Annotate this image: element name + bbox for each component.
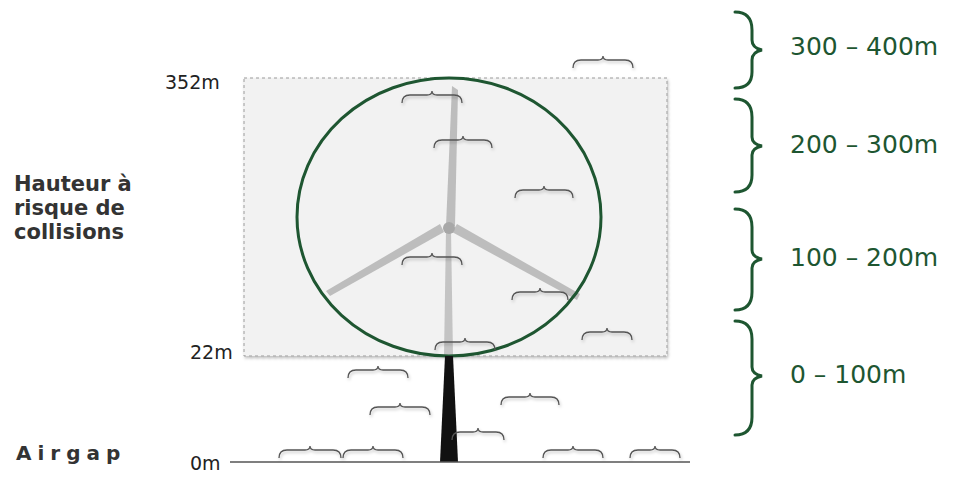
bird-symbol bbox=[512, 288, 568, 300]
bird-symbol bbox=[343, 446, 403, 458]
bird-symbol bbox=[573, 56, 633, 68]
airgap-label: Airgap bbox=[16, 442, 126, 465]
risk-zone bbox=[244, 78, 667, 356]
bird-symbol bbox=[370, 403, 430, 415]
zone-title: Hauteur à risque de collisions bbox=[14, 172, 154, 244]
rotor-hub bbox=[443, 222, 455, 234]
bird-symbol bbox=[434, 136, 492, 148]
height-range: 300 – 400m bbox=[790, 33, 938, 62]
height-mark: 352m bbox=[165, 72, 220, 94]
ground-line bbox=[230, 461, 690, 463]
bird-symbol bbox=[582, 328, 632, 340]
tower-lower bbox=[440, 356, 458, 462]
bird-symbol bbox=[402, 91, 462, 103]
bird-symbol bbox=[452, 428, 504, 440]
height-brackets bbox=[735, 12, 762, 435]
height-mark: 22m bbox=[190, 342, 233, 364]
bird-symbol bbox=[279, 446, 341, 458]
bird-symbol bbox=[501, 393, 559, 405]
bird-symbol bbox=[348, 366, 408, 378]
bird-symbol bbox=[402, 253, 462, 265]
rotor-blades bbox=[326, 86, 580, 300]
height-mark: 0m bbox=[190, 453, 221, 475]
bird-symbol bbox=[630, 446, 680, 458]
bird-symbol bbox=[435, 338, 495, 350]
bird-symbols bbox=[279, 56, 680, 458]
height-range: 100 – 200m bbox=[790, 244, 938, 273]
bird-symbol bbox=[515, 186, 573, 198]
bird-symbol bbox=[543, 446, 603, 458]
height-range: 200 – 300m bbox=[790, 131, 938, 160]
height-range: 0 – 100m bbox=[790, 361, 906, 390]
rotor-circle bbox=[297, 78, 601, 356]
tower-upper bbox=[444, 230, 453, 356]
